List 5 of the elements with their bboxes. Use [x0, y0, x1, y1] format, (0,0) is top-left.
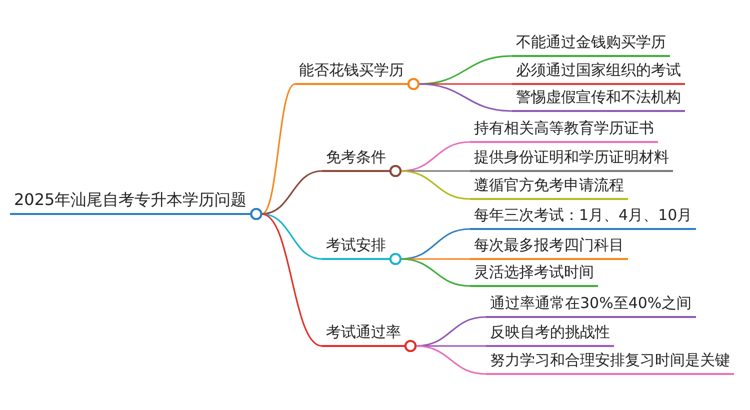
branch-line — [390, 253, 470, 287]
branch-line — [404, 340, 486, 375]
branch-line — [250, 208, 322, 347]
branch-line — [408, 78, 512, 112]
branch-line — [390, 165, 470, 200]
